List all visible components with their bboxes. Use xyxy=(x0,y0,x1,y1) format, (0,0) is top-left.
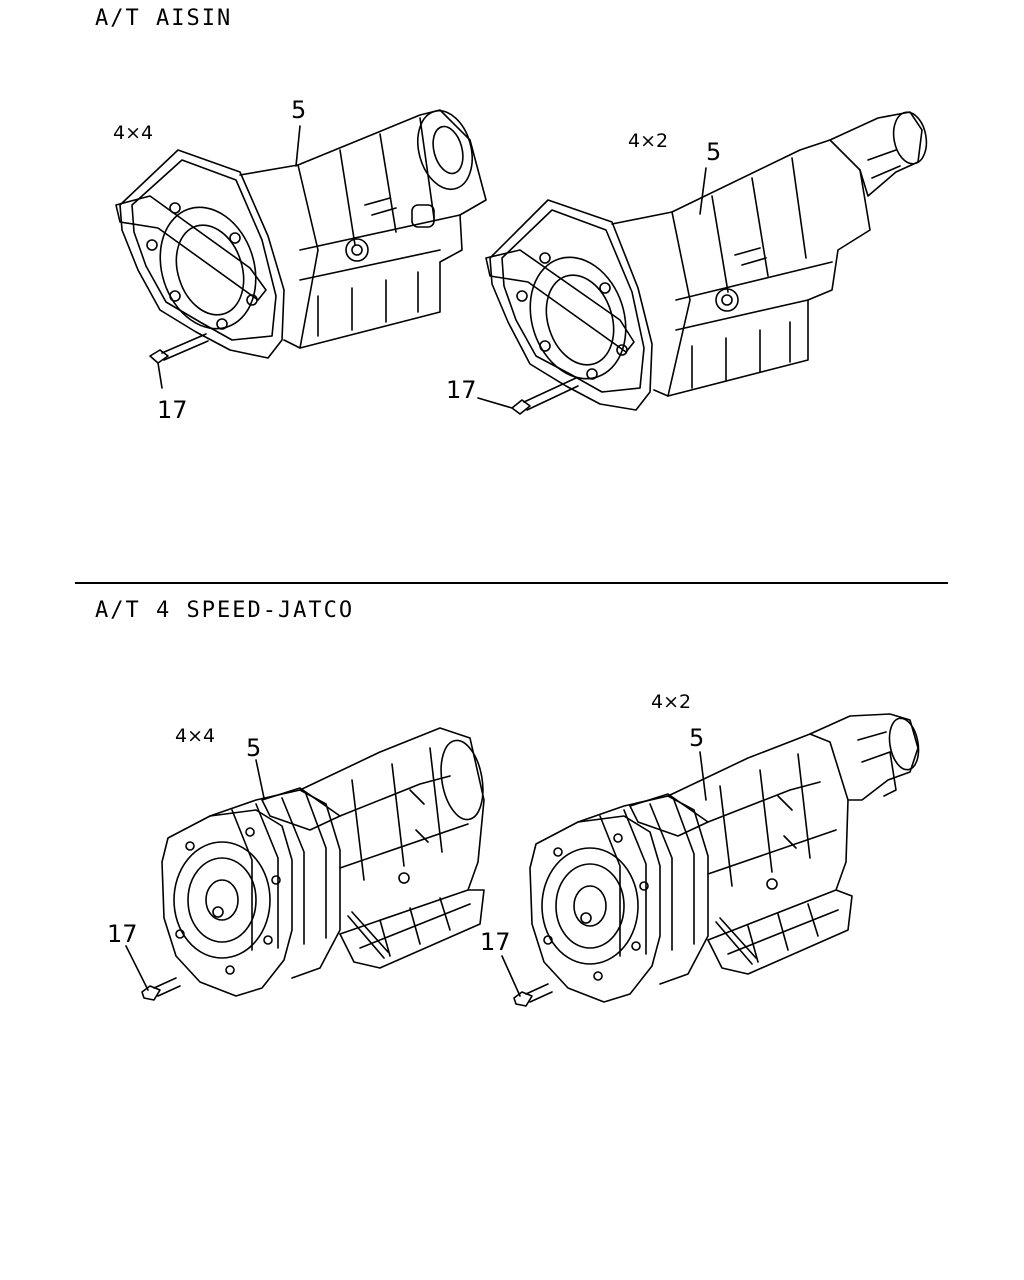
aisin-4x2-part-17-label: 17 xyxy=(446,376,477,404)
jatco-4x2-drive-label: 4×2 xyxy=(651,691,692,713)
aisin-4x4-part-17-label: 17 xyxy=(157,396,188,424)
section-title-aisin: A/T AISIN xyxy=(95,6,233,31)
jatco-4x4-part-5-label: 5 xyxy=(246,734,262,762)
jatco-4x4-part-17-label: 17 xyxy=(107,920,138,948)
aisin-4x4-transmission xyxy=(115,109,487,389)
aisin-4x2-part-5-label: 5 xyxy=(706,138,722,166)
jatco-4x2-part-17-label: 17 xyxy=(480,928,511,956)
aisin-4x2-transmission xyxy=(477,111,928,415)
section-title-jatco: A/T 4 SPEED-JATCO xyxy=(95,598,355,623)
jatco-4x2-part-5-label: 5 xyxy=(689,724,705,752)
aisin-4x4-part-5-label: 5 xyxy=(291,96,307,124)
aisin-4x2-drive-label: 4×2 xyxy=(628,130,669,152)
jatco-4x4-drive-label: 4×4 xyxy=(175,725,216,747)
jatco-4x4-transmission xyxy=(125,727,485,1001)
jatco-4x2-transmission xyxy=(501,713,920,1007)
aisin-4x4-drive-label: 4×4 xyxy=(113,122,154,144)
section-divider xyxy=(75,582,948,584)
